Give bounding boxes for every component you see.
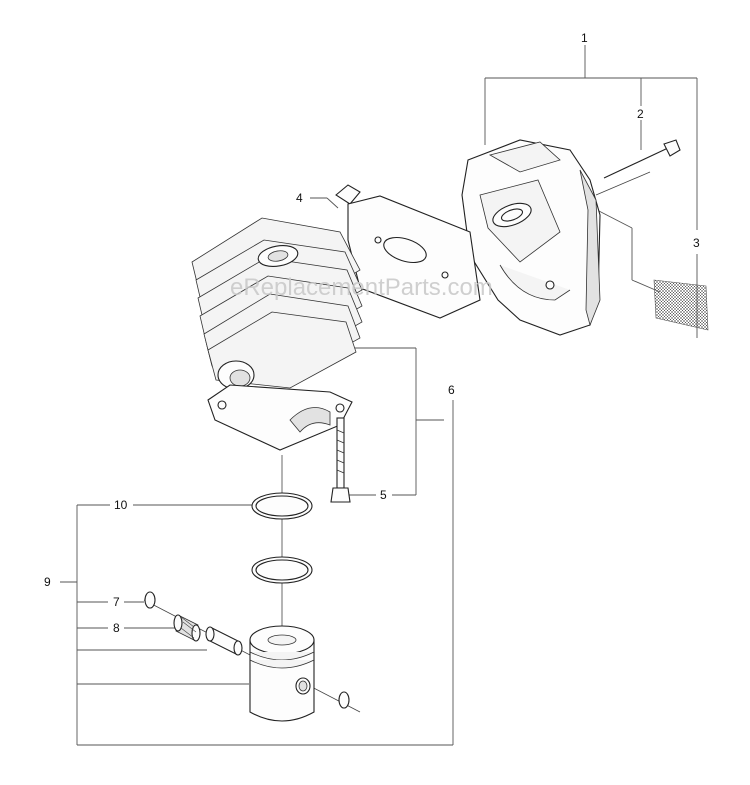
callout-8: 8 [113,621,120,635]
piston-rings-part [251,492,313,584]
callout-labels: 1 2 3 4 5 6 7 8 9 10 [44,31,700,635]
gasket-bracket-part [335,184,481,319]
muffler-bolt-part [603,139,681,179]
cylinder-bolt-part [330,417,351,503]
callout-4: 4 [296,191,303,205]
piston-pin-part [205,626,243,656]
callout-5: 5 [380,488,387,502]
callout-6: 6 [448,383,455,397]
callout-1: 1 [581,31,588,45]
callout-2: 2 [637,107,644,121]
spark-screen-part [653,279,709,331]
callout-9: 9 [44,575,51,589]
circlip-part [144,591,350,709]
callout-3: 3 [693,236,700,250]
watermark-text: eReplacementParts.com [230,274,493,301]
piston-part [249,625,315,722]
cylinder-part [191,217,363,451]
muffler-part [461,139,601,336]
callout-7: 7 [113,595,120,609]
callout-10: 10 [114,498,128,512]
leader-lines [60,45,698,746]
needle-bearing-part [173,614,201,642]
